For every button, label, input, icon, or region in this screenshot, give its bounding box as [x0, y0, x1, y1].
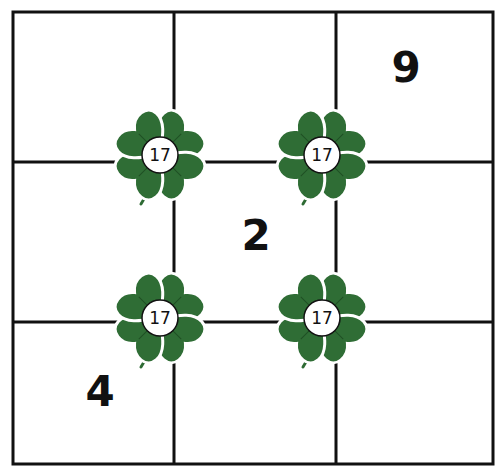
- clover-number: 17: [311, 310, 333, 327]
- number-circle: [304, 300, 340, 336]
- number-circle: [304, 137, 340, 173]
- shamrock: 17: [105, 263, 215, 373]
- number-circle: [142, 137, 178, 173]
- grid-line: [173, 12, 176, 464]
- cell-number: 2: [241, 215, 270, 257]
- shamrock: 17: [267, 100, 377, 210]
- clover-leaf: [272, 268, 341, 337]
- grid-line: [335, 12, 338, 464]
- grid-line: [13, 321, 493, 324]
- number-circle: [142, 300, 178, 336]
- clover-leaf: [272, 105, 341, 174]
- clover-number: 17: [149, 147, 171, 164]
- shamrock: 17: [105, 100, 215, 210]
- cell-number: 4: [85, 371, 114, 413]
- clover-leaf: [110, 105, 179, 174]
- cell-number: 9: [391, 47, 420, 89]
- grid-border: [13, 12, 493, 464]
- grid-line: [13, 161, 493, 164]
- clover-leaf: [110, 268, 179, 337]
- clover-number: 17: [149, 310, 171, 327]
- shamrock: 17: [267, 263, 377, 373]
- clover-number: 17: [311, 147, 333, 164]
